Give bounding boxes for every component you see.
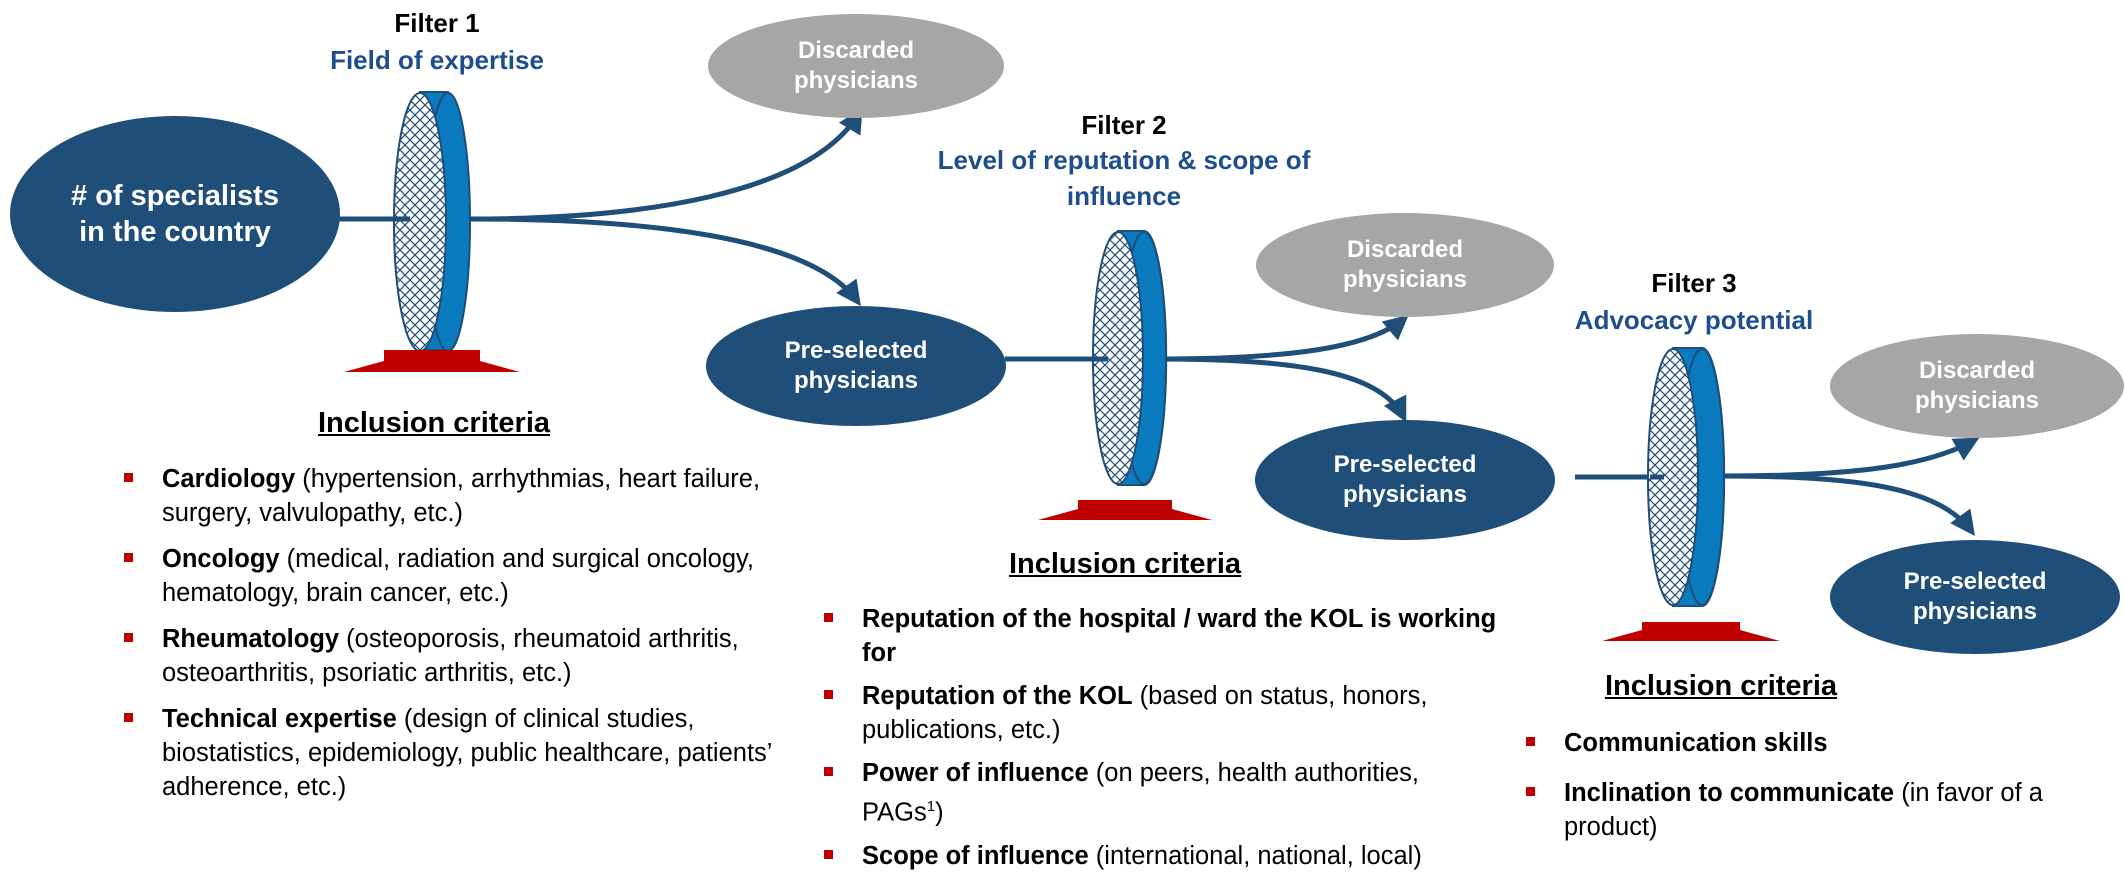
criteria-item: Oncology (medical, radiation and surgica… <box>124 542 772 610</box>
inclusion-criteria-title-1: Inclusion criteria <box>317 407 551 439</box>
criteria-item: Reputation of the KOL (based on status, … <box>824 679 1502 747</box>
preselected-ellipse-1 <box>706 306 1006 426</box>
flow-arrow-preselect-1 <box>469 216 861 307</box>
discarded-ellipse-2 <box>1256 213 1554 317</box>
criteria-item: Rheumatology (osteoporosis, rheumatoid a… <box>124 622 772 690</box>
flow-arrow-discard-1 <box>469 107 863 222</box>
bullet-icon <box>124 553 133 562</box>
criteria-item: Scope of influence (international, natio… <box>824 839 1502 873</box>
filter-1-disc <box>393 91 471 352</box>
flow-arrow-discard-2 <box>1154 314 1409 362</box>
bullet-icon <box>124 633 133 642</box>
filter-1-input-arrow <box>344 350 520 372</box>
flow-arrow-discard-3 <box>1724 437 1980 479</box>
bullet-icon <box>824 613 833 622</box>
preselected-ellipse-2 <box>1255 420 1555 540</box>
criteria-list-2: Reputation of the hospital / ward the KO… <box>824 602 1502 873</box>
discarded-ellipse-3 <box>1830 334 2124 438</box>
inclusion-criteria-title-2: Inclusion criteria <box>1008 548 1242 580</box>
bullet-icon <box>824 849 833 859</box>
criteria-item: Technical expertise (design of clinical … <box>124 702 772 804</box>
filter-2-number: Filter 2 <box>1081 110 1167 140</box>
filter-3-name: Advocacy potential <box>1574 305 1814 335</box>
bullet-icon <box>124 473 133 482</box>
filter-3-number: Filter 3 <box>1651 268 1737 298</box>
criteria-item: Reputation of the hospital / ward the KO… <box>824 602 1502 670</box>
filter-3-input-arrow <box>1602 622 1780 641</box>
filter-2-disc <box>1092 230 1168 486</box>
source-ellipse <box>10 116 340 312</box>
criteria-item: Communication skills <box>1526 726 2064 760</box>
criteria-item: Power of influence (on peers, health aut… <box>824 756 1502 830</box>
bullet-icon <box>824 690 833 699</box>
flow-arrow-preselect-2 <box>1154 356 1407 423</box>
bullet-icon <box>1526 737 1535 746</box>
bullet-icon <box>824 767 833 776</box>
criteria-item: Inclination to communicate (in favor of … <box>1526 776 2064 844</box>
inclusion-criteria-title-3: Inclusion criteria <box>1604 670 1838 702</box>
bullet-icon <box>124 713 133 722</box>
filter-1-name: Field of expertise <box>330 45 544 75</box>
filter-2-name: Level of reputation & scope of influence <box>937 145 1311 211</box>
bullet-icon <box>1526 787 1535 796</box>
filter-2-input-arrow <box>1038 500 1212 520</box>
filter-3-disc <box>1647 347 1726 607</box>
filter-1-number: Filter 1 <box>394 8 480 38</box>
criteria-list-3: Communication skills Inclination to comm… <box>1526 726 2064 844</box>
flow-arrow-preselect-3 <box>1724 473 1975 537</box>
criteria-item: Cardiology (hypertension, arrhythmias, h… <box>124 462 772 530</box>
discarded-ellipse-1 <box>708 14 1004 118</box>
preselected-ellipse-3 <box>1830 540 2120 654</box>
criteria-list-1: Cardiology (hypertension, arrhythmias, h… <box>124 462 772 804</box>
